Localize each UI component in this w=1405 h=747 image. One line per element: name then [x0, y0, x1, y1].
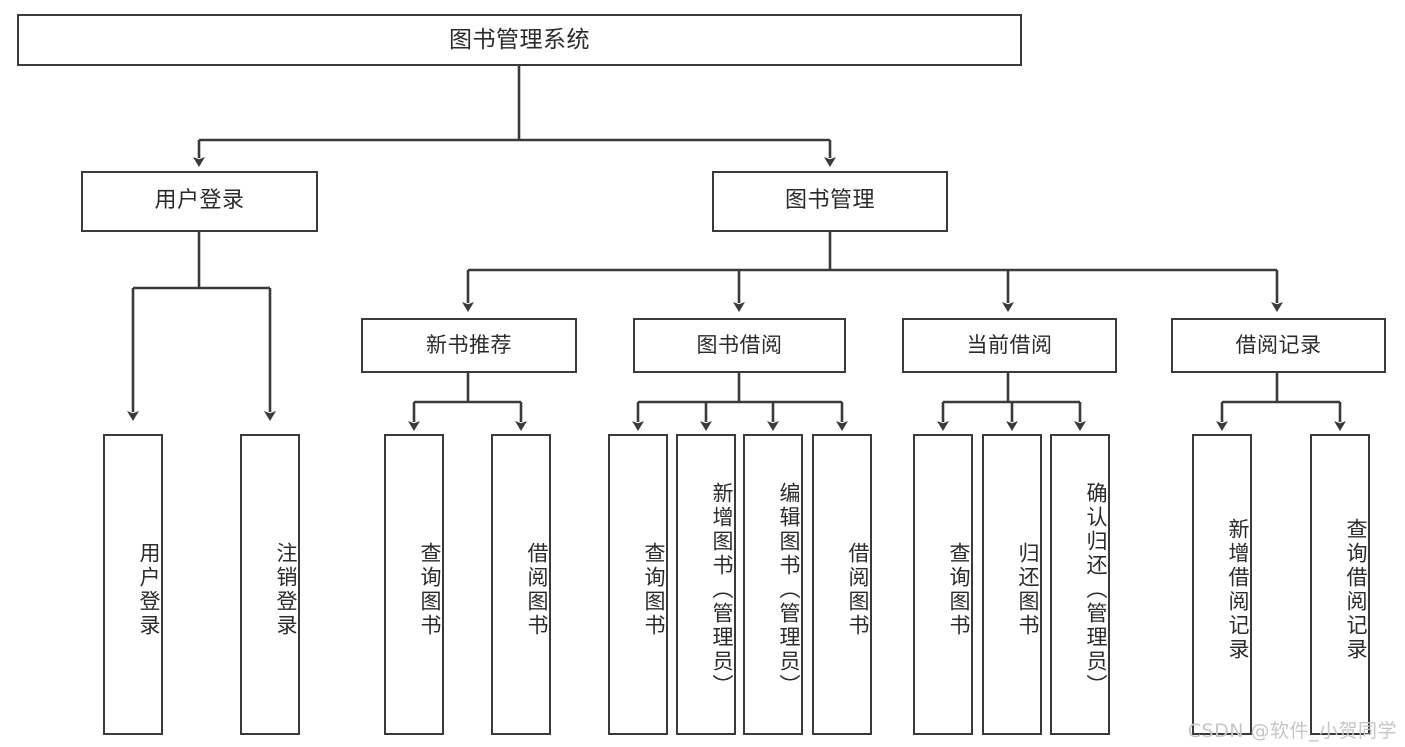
node-label: 图书管理 [784, 188, 875, 214]
leaf-current-borrow-return-book[interactable]: 归还图书 [982, 434, 1042, 735]
leaf-new-book-borrow-book[interactable]: 借阅图书 [491, 434, 551, 735]
node-label: 注销登录 [274, 541, 298, 638]
leaf-current-borrow-query-book[interactable]: 查询图书 [913, 434, 973, 735]
node-root-book-management-system[interactable]: 图书管理系统 [17, 14, 1022, 66]
node-borrow-record[interactable]: 借阅记录 [1171, 318, 1386, 373]
leaf-book-borrow-edit-book-admin[interactable]: 编辑图书（管理员） [743, 434, 803, 735]
leaf-book-borrow-add-book-admin[interactable]: 新增图书（管理员） [676, 434, 736, 735]
node-label: 新增图书（管理员） [710, 481, 734, 698]
node-label: 编辑图书（管理员） [777, 481, 801, 698]
node-new-book-recommend[interactable]: 新书推荐 [361, 318, 577, 373]
node-book-borrow[interactable]: 图书借阅 [633, 318, 846, 373]
node-label: 图书管理系统 [449, 26, 590, 53]
leaf-borrow-record-query-record[interactable]: 查询借阅记录 [1310, 434, 1370, 735]
node-label: 当前借阅 [966, 332, 1053, 357]
node-label: 用户登录 [137, 541, 161, 638]
node-label: 新增借阅记录 [1226, 517, 1250, 662]
node-label: 用户登录 [154, 188, 245, 214]
node-label: 借阅记录 [1235, 332, 1322, 357]
node-label: 查询借阅记录 [1344, 517, 1368, 662]
csdn-watermark: CSDN @软件_小贺同学 [1187, 720, 1397, 742]
node-label: 查询图书 [947, 541, 971, 638]
node-label: 归还图书 [1016, 541, 1040, 638]
node-user-login[interactable]: 用户登录 [81, 171, 318, 232]
leaf-book-borrow-borrow-book[interactable]: 借阅图书 [812, 434, 872, 735]
leaf-user-login-login[interactable]: 用户登录 [103, 434, 163, 735]
node-label: 新书推荐 [426, 332, 512, 357]
node-label: 确认归还（管理员） [1084, 481, 1108, 698]
leaf-current-borrow-confirm-return-admin[interactable]: 确认归还（管理员） [1050, 434, 1110, 735]
node-book-management[interactable]: 图书管理 [712, 171, 948, 232]
node-label: 图书借阅 [696, 332, 783, 357]
node-label: 查询图书 [642, 541, 666, 638]
leaf-new-book-query-book[interactable]: 查询图书 [384, 434, 444, 735]
node-label: 查询图书 [418, 541, 442, 638]
node-current-borrow[interactable]: 当前借阅 [902, 318, 1117, 373]
node-label: 借阅图书 [846, 541, 870, 638]
node-label: 借阅图书 [525, 541, 549, 638]
leaf-user-login-logout[interactable]: 注销登录 [240, 434, 300, 735]
leaf-borrow-record-add-record[interactable]: 新增借阅记录 [1192, 434, 1252, 735]
leaf-book-borrow-query-book[interactable]: 查询图书 [608, 434, 668, 735]
